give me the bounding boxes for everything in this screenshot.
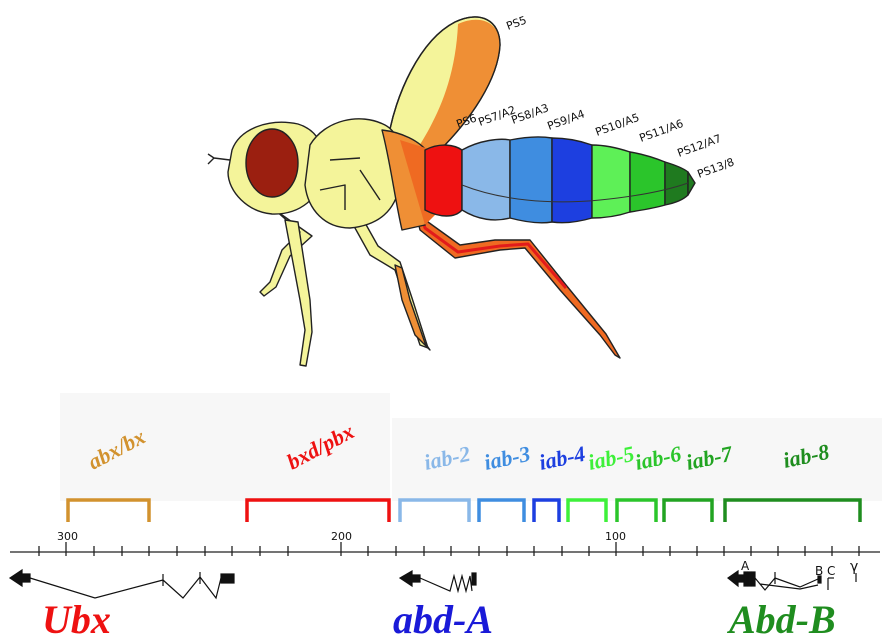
segment-label-ps12: PS12/A7 xyxy=(676,132,724,160)
domain-bracket-iab-6 xyxy=(615,498,658,522)
domain-bracket-iab-3 xyxy=(477,498,526,522)
gene-model-abd-b xyxy=(726,569,857,591)
domain-bracket-bxd-pbx xyxy=(245,498,391,522)
promoter-label-a: A xyxy=(741,559,750,573)
segment-label-ps9: PS9/A4 xyxy=(546,107,587,133)
abd-b-arrow-icon xyxy=(726,569,745,588)
domain-shading-right xyxy=(392,418,882,501)
fly-illustration xyxy=(207,16,696,367)
domain-bracket-iab-2 xyxy=(398,498,471,522)
axis-tick-label-300: 300 xyxy=(57,530,78,543)
fly-abdomen xyxy=(424,136,696,224)
gene-model-abd-a xyxy=(398,569,477,594)
segment-label-ps8: PS8/A3 xyxy=(510,101,551,127)
gene-label-abd-a: abd-A xyxy=(393,597,493,641)
fly-head xyxy=(207,121,327,215)
domain-bracket-iab-5 xyxy=(566,498,608,522)
ubx-arrow-icon xyxy=(8,568,31,588)
domain-bracket-iab-7 xyxy=(662,498,714,522)
domain-bracket-abx-bx xyxy=(66,498,151,522)
domain-bracket-iab-8 xyxy=(723,498,862,522)
gene-model-ubx xyxy=(8,568,235,600)
axis-tick-label-200: 200 xyxy=(331,530,352,543)
abd-a-arrow-icon xyxy=(398,569,421,588)
genomic-axis: 300 200 100 xyxy=(10,530,880,556)
promoter-label-b: B xyxy=(815,564,823,578)
segment-label-ps11: PS11/A6 xyxy=(638,117,686,145)
segment-label-ps10: PS10/A5 xyxy=(594,111,642,139)
domain-shading-left xyxy=(60,393,390,501)
axis-ticks xyxy=(38,542,860,556)
segment-label-ps5: PS5 xyxy=(505,14,529,33)
segment-label-ps13: PS13/8 xyxy=(696,155,736,180)
regulatory-domains: abx/bx bxd/pbx iab-2 iab-3 iab-4 iab-5 i… xyxy=(60,393,882,522)
gene-models: A B C γ xyxy=(8,559,858,600)
gene-label-ubx: Ubx xyxy=(42,597,111,641)
domain-bracket-iab-4 xyxy=(532,498,561,522)
promoter-label-c: C xyxy=(827,564,835,578)
promoter-label-gamma: γ xyxy=(850,559,858,575)
axis-tick-label-100: 100 xyxy=(605,530,626,543)
gene-label-abd-b: Abd-B xyxy=(726,597,836,641)
gene-names: Ubx abd-A Abd-B xyxy=(42,597,836,641)
